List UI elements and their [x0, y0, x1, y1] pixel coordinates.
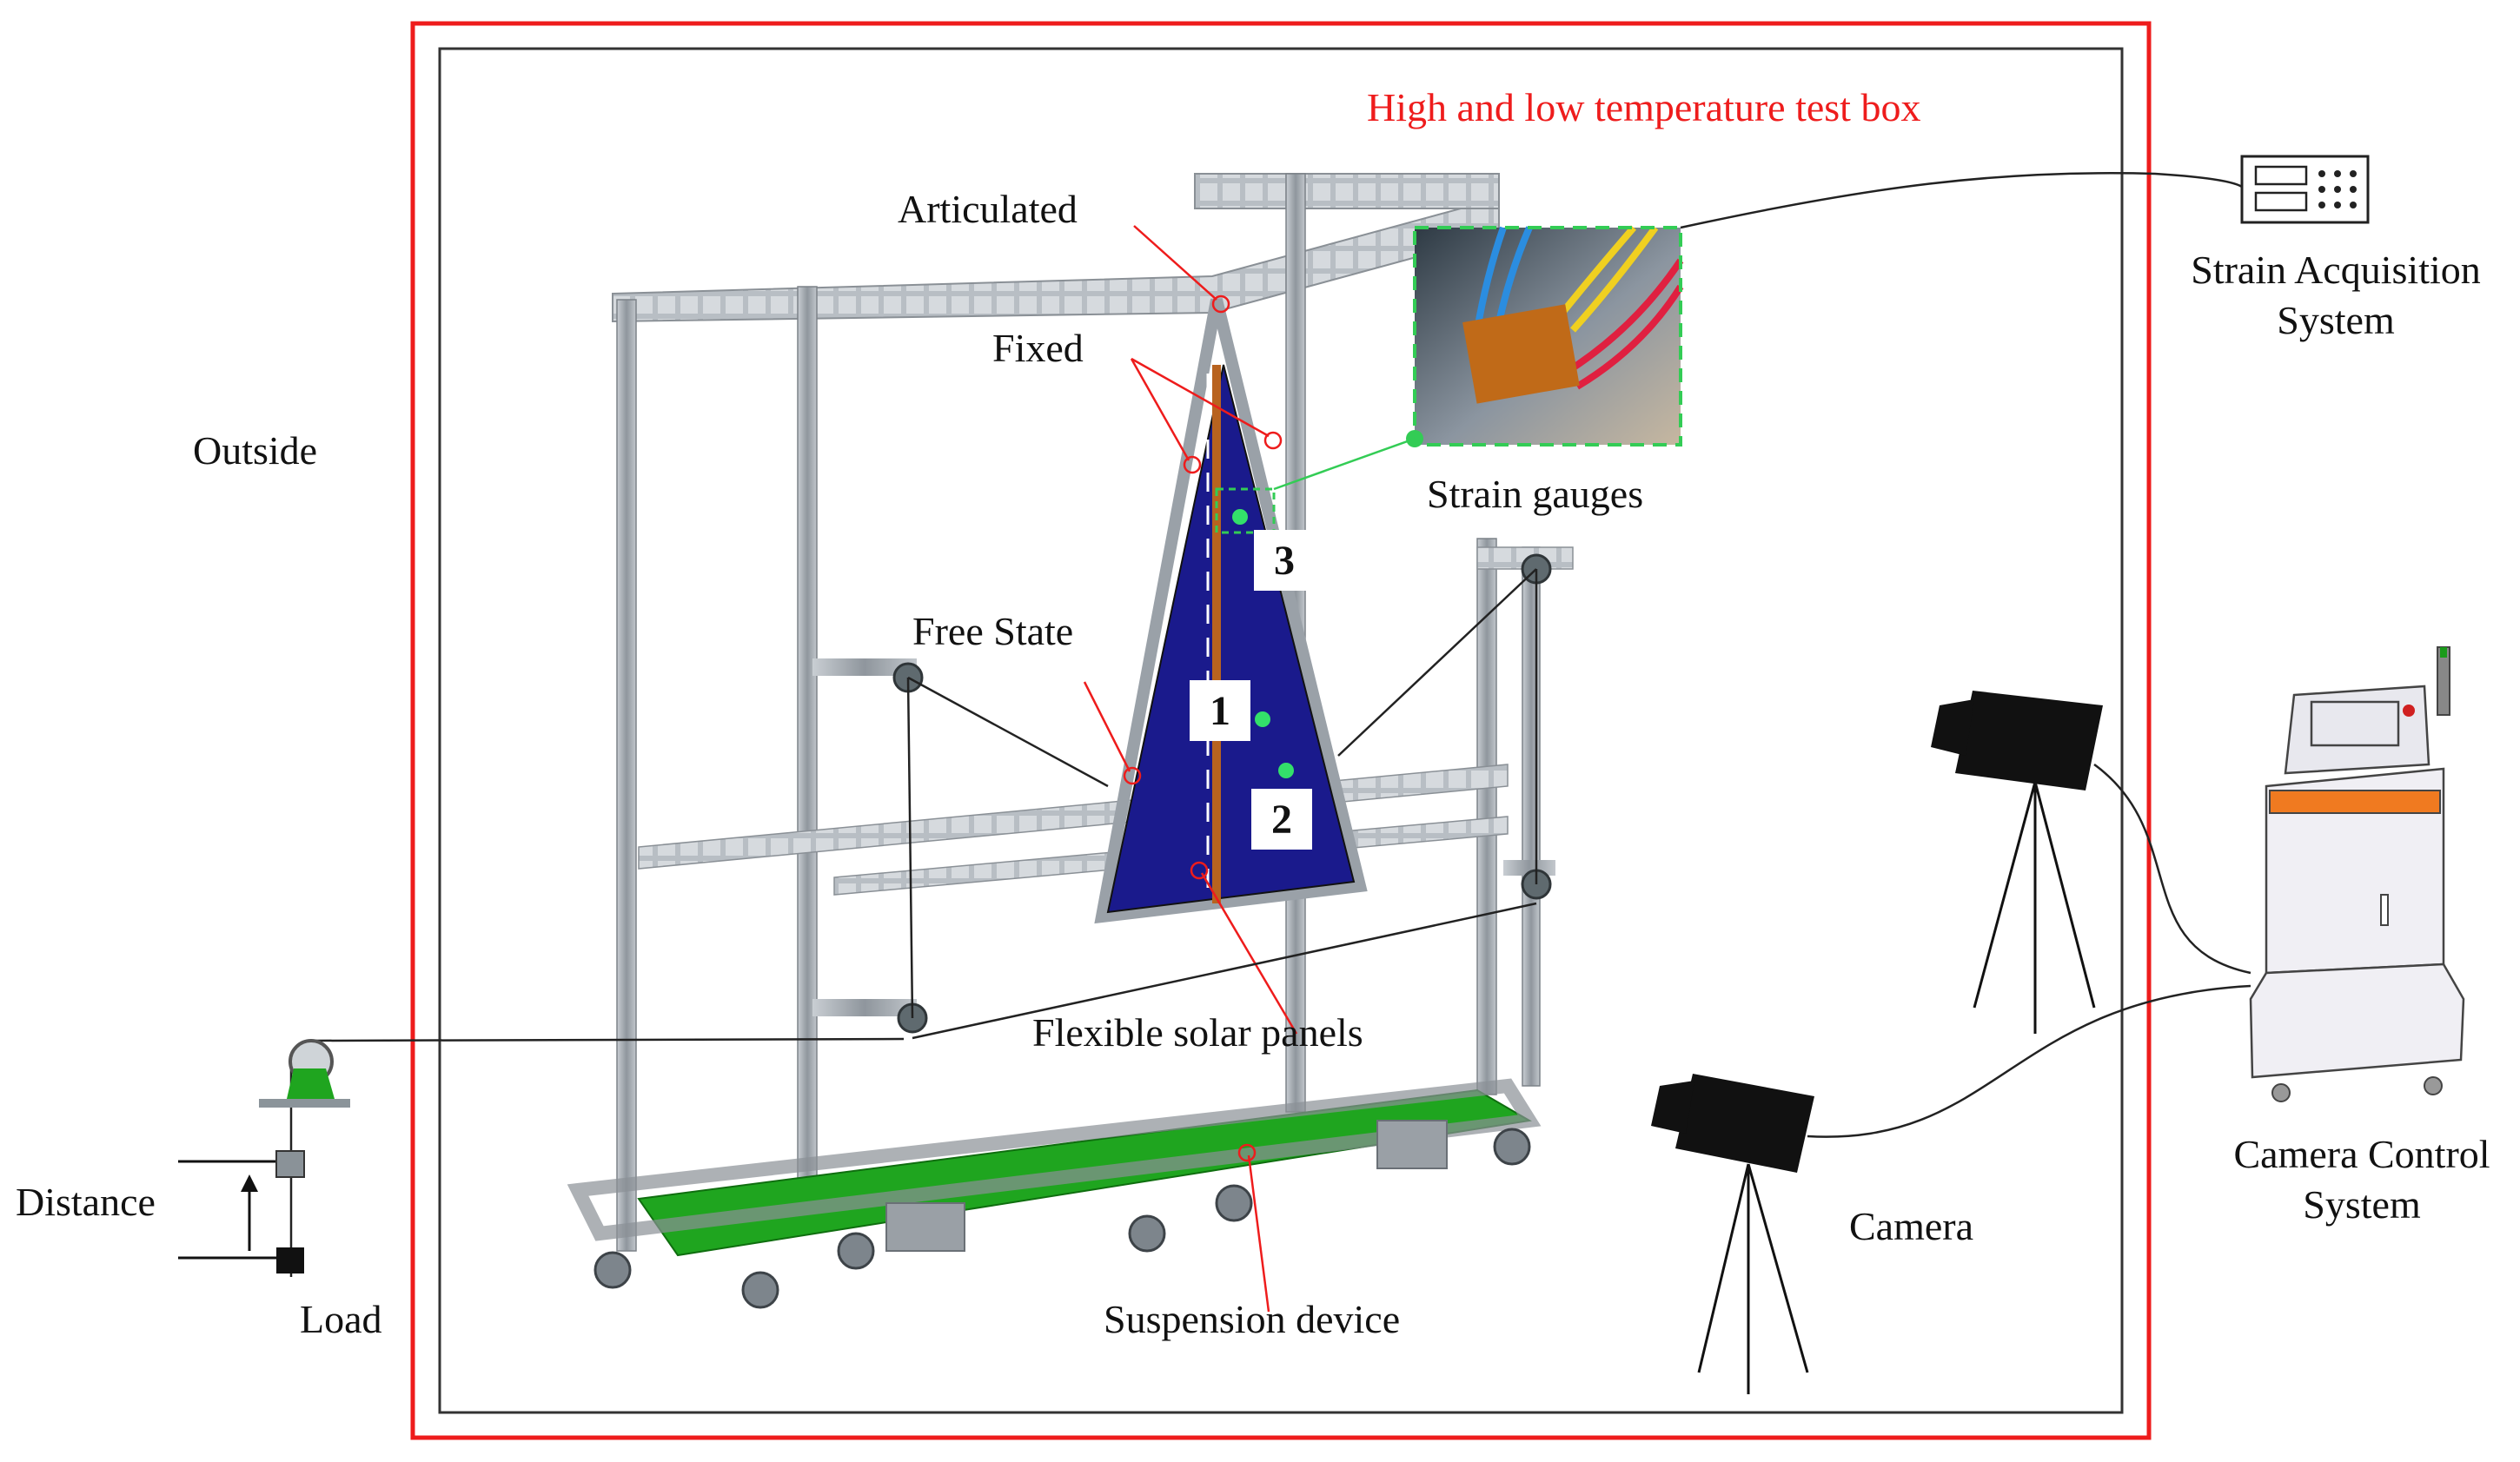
cables	[289, 568, 1538, 1277]
camera-control-line2: System	[2303, 1181, 2421, 1227]
camera-lower	[1651, 1074, 1814, 1394]
articulated-label: Articulated	[898, 187, 1078, 231]
outside-label: Outside	[193, 428, 318, 473]
outer-border	[410, 21, 2152, 1440]
load-label: Load	[300, 1297, 382, 1341]
suspension-device-label: Suspension device	[1104, 1297, 1401, 1341]
measurement-point-1: 1	[1190, 680, 1250, 741]
camera-upper	[1931, 691, 2103, 1034]
strain-acquisition-line2: System	[2277, 297, 2395, 342]
load-assembly	[178, 1039, 350, 1273]
callouts	[1083, 225, 1298, 1313]
camera-control-line1: Camera Control	[2233, 1132, 2490, 1176]
camera-label: Camera	[1849, 1204, 1974, 1248]
free-state-label: Free State	[912, 609, 1074, 653]
flexible-solar-panels-label: Flexible solar panels	[1032, 1010, 1363, 1055]
strain-cable	[1680, 172, 2243, 229]
test-box-title: High and low temperature test box	[1367, 85, 1921, 129]
measurement-point-3: 3	[1254, 530, 1315, 591]
fixed-label: Fixed	[992, 326, 1084, 370]
strain-gauges-label: Strain gauges	[1427, 472, 1644, 516]
camera-control-cabinet	[2249, 646, 2465, 1102]
strain-acquisition-device	[2240, 155, 2370, 224]
measurement-point-2: 2	[1251, 789, 1312, 850]
strain-acquisition-line1: Strain Acquisition	[2191, 248, 2481, 292]
flexible-solar-panel	[1094, 298, 1368, 924]
strain-acquisition-label: Strain Acquisition System	[2153, 245, 2518, 345]
inner-border	[438, 47, 2124, 1414]
measurement-markers	[1215, 487, 1294, 778]
strain-gauges-photo	[1273, 225, 1684, 491]
distance-label: Distance	[16, 1180, 156, 1224]
camera-control-label: Camera Control System	[2179, 1129, 2520, 1229]
